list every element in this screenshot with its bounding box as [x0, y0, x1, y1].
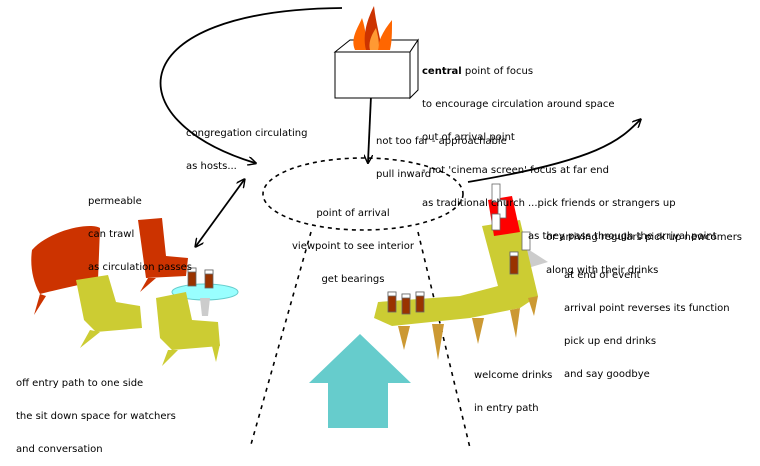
- end-event-line: at end of event: [564, 270, 641, 281]
- central-note-line: - not 'cinema screen' focus at far end: [422, 165, 609, 176]
- chair-icon: [156, 292, 220, 366]
- regulars-note: or arriving regulars pick up newcomers a…: [546, 210, 742, 287]
- drink-glass-icon: [491, 183, 501, 203]
- drink-glass-icon: [401, 293, 411, 315]
- drink-glass-icon: [415, 291, 425, 313]
- off-entry-line: off entry path to one side: [16, 378, 144, 389]
- counter-top: [374, 220, 538, 326]
- regulars-line: or arriving regulars pick up newcomers: [546, 232, 743, 243]
- congregation-line: as hosts...: [186, 161, 237, 172]
- pick-friends-line: as they pass through the arrival point: [528, 231, 717, 242]
- pick-friends-line: ...pick friends or strangers up: [528, 198, 676, 209]
- off-entry-line: the sit down space for watchers: [16, 411, 176, 422]
- drink-glass-icon: [204, 269, 214, 289]
- chair-icon: [31, 226, 100, 315]
- entry-arrow-icon: [309, 334, 411, 428]
- central-note-line: to encourage circulation around space: [422, 99, 615, 110]
- entry-path-left-edge: [249, 231, 312, 449]
- arrival-note: point of arrival viewpoint to see interi…: [292, 186, 414, 296]
- drink-glass-icon: [491, 213, 501, 231]
- central-note-line: out of arrival point: [422, 132, 515, 143]
- end-event-line: and say goodbye: [564, 369, 650, 380]
- arrival-line: viewpoint to see interior: [292, 241, 414, 252]
- drinks-counter: [374, 183, 548, 360]
- arrival-line: point of arrival: [316, 208, 390, 219]
- drink-glass-icon: [187, 267, 197, 287]
- not-too-far-note: not too far - approachable pull inward: [376, 114, 507, 191]
- central-rest-text: point of focus: [461, 66, 534, 77]
- circulation-arrow-right: [467, 120, 640, 183]
- permeable-note: permeable can trawl as circulation passe…: [88, 174, 192, 284]
- chair-icon: [76, 275, 142, 348]
- not-too-far-line: not too far - approachable: [376, 136, 507, 147]
- central-focus-note: central point of focus to encourage circ…: [422, 44, 615, 220]
- congregation-note: congregation circulating as hosts...: [186, 106, 307, 183]
- permeable-line: as circulation passes: [88, 262, 193, 273]
- welcome-line: welcome drinks: [474, 370, 553, 381]
- welcome-line: in entry path: [474, 403, 539, 414]
- seating-area: [31, 218, 239, 366]
- welcome-drinks-note: welcome drinks in entry path: [474, 348, 552, 425]
- flame-icon: [353, 6, 392, 50]
- drink-glass-icon: [497, 199, 507, 219]
- regulars-line: along with their drinks: [546, 265, 659, 276]
- drink-glass-icon: [509, 251, 519, 275]
- arrival-line: get bearings: [321, 274, 385, 285]
- permeable-line: can trawl: [88, 229, 135, 240]
- central-note-line: as traditional church: [422, 198, 525, 209]
- drink-glass-icon: [521, 231, 531, 251]
- not-too-far-line: pull inward: [376, 169, 432, 180]
- end-event-note: at end of event arrival point reverses i…: [564, 248, 730, 391]
- drink-glass-icon: [387, 291, 397, 313]
- end-event-line: arrival point reverses its function: [564, 303, 730, 314]
- central-bold-text: central: [422, 66, 462, 77]
- congregation-line: congregation circulating: [186, 128, 308, 139]
- entry-path-right-edge: [417, 231, 471, 449]
- end-event-line: pick up end drinks: [564, 336, 657, 347]
- seating-arrival-arrow: [196, 180, 244, 246]
- permeable-line: permeable: [88, 196, 142, 207]
- circulation-arrow-left: [159, 7, 343, 163]
- chair-icon: [138, 218, 188, 292]
- arrival-point-zone: [262, 157, 464, 231]
- circulation-diagram: [31, 6, 760, 449]
- pick-friends-note: ...pick friends or strangers up as they …: [528, 176, 717, 253]
